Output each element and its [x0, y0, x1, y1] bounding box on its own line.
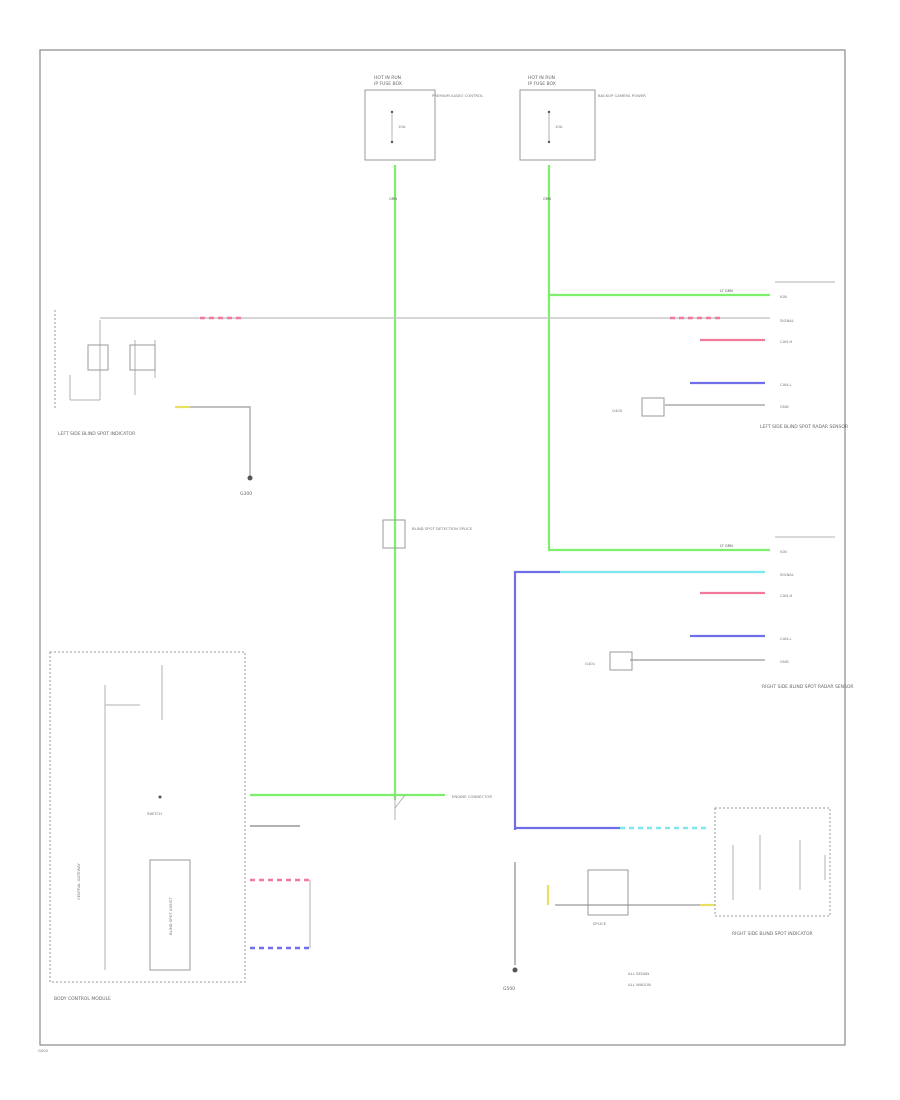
right-radar-pin-5: GND: [780, 659, 789, 664]
engine-connector-label: ENGINE CONNECTOR: [452, 794, 492, 799]
svg-text:GRN: GRN: [543, 197, 551, 201]
fuse-box-right: HOT IN RUN IP FUSE BOX 10A BACKUP CAMERA…: [519, 75, 646, 161]
center-splice-label: BLIND SPOT DETECTION SPLICE: [412, 526, 473, 531]
footer-code: G002: [38, 1048, 49, 1053]
diagram-frame: [39, 49, 846, 1046]
right-radar-pin-1: IGN: [780, 549, 787, 554]
module-sub-box: BLIND SPOT ASSIST: [168, 897, 173, 935]
left-radar-sensor: IGN SIGNAL CAN-H CAN-L GND LEFT SIDE BLI…: [612, 281, 848, 430]
fuse-box-right-title: HOT IN RUN: [528, 75, 555, 81]
svg-text:LT GRN: LT GRN: [720, 289, 733, 293]
left-indicator: LEFT SIDE BLIND SPOT INDICATOR: [54, 310, 156, 437]
bottom-splice: SPLICE G500: [503, 862, 715, 992]
right-radar-sensor: IGN SIGNAL CAN-H CAN-L GND RIGHT SIDE BL…: [513, 536, 854, 830]
module-outputs: [250, 825, 311, 950]
right-indicator-label: RIGHT SIDE BLIND SPOT INDICATOR: [732, 931, 813, 937]
green-wires: GRN GRN LT GRN LT GRN: [250, 165, 770, 800]
fuse-box-right-desc: BACKUP CAMERA POWER: [598, 93, 646, 98]
module-inner-label: CENTRAL GATEWAY: [76, 863, 81, 900]
center-splice: BLIND SPOT DETECTION SPLICE: [382, 519, 473, 549]
left-radar-pin-4: CAN-L: [780, 382, 792, 387]
left-ground-label: G300: [240, 491, 252, 497]
legend-line-2: ALL WAGON: [628, 982, 651, 987]
left-indicator-label: LEFT SIDE BLIND SPOT INDICATOR: [58, 431, 135, 437]
engine-connector: ENGINE CONNECTOR: [394, 794, 492, 820]
bottom-splice-label: SPLICE: [593, 921, 607, 926]
fuse-box-left: HOT IN RUN IP FUSE BOX 10A PREMIUM AUDIO…: [364, 75, 484, 161]
right-radar-pin-4: CAN-L: [780, 636, 792, 641]
fuse-box-right-sub: IP FUSE BOX: [528, 81, 556, 87]
left-radar-pin-5: GND: [780, 404, 789, 409]
fuse-box-left-desc: PREMIUM AUDIO CONTROL: [432, 93, 484, 98]
bottom-ground-label: G500: [503, 986, 515, 992]
left-ground: G300: [175, 405, 253, 497]
module-switch-label: SWITCH: [147, 811, 162, 816]
left-radar-pin-1: IGN: [780, 294, 787, 299]
right-indicator: RIGHT SIDE BLIND SPOT INDICATOR: [714, 807, 831, 937]
left-radar-pin-2: SIGNAL: [780, 318, 795, 323]
left-radar-pin-3: CAN-H: [780, 339, 792, 344]
left-radar-ground: G400: [612, 408, 623, 413]
svg-text:GRN: GRN: [389, 197, 397, 201]
module-label: BODY CONTROL MODULE: [54, 996, 111, 1002]
legend: ALL SEDAN ALL WAGON: [628, 971, 651, 987]
fuse-box-left-title: HOT IN RUN: [374, 75, 401, 81]
body-control-module: BODY CONTROL MODULE CENTRAL GATEWAY BLIN…: [49, 651, 246, 1002]
right-radar-pin-3: CAN-H: [780, 593, 792, 598]
right-radar-ground: G401: [585, 661, 596, 666]
legend-line-1: ALL SEDAN: [628, 971, 649, 976]
fuse-box-left-sub: IP FUSE BOX: [374, 81, 402, 87]
right-radar-label: RIGHT SIDE BLIND SPOT RADAR SENSOR: [762, 684, 854, 690]
left-radar-label: LEFT SIDE BLIND SPOT RADAR SENSOR: [760, 424, 848, 430]
fuse-box-right-fuse: 10A: [555, 124, 563, 129]
svg-text:LT GRN: LT GRN: [720, 544, 733, 548]
right-radar-pin-2: SIGNAL: [780, 572, 795, 577]
fuse-box-left-fuse: 10A: [398, 124, 406, 129]
